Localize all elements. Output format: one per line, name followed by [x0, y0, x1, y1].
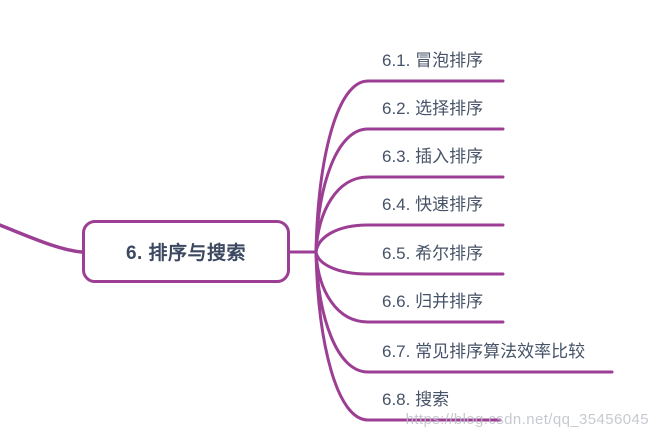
- root-node: 6. 排序与搜索: [82, 220, 290, 283]
- branch-node-6-4: 6.4. 快速排序: [382, 195, 484, 214]
- branch-node-6-7: 6.7. 常见排序算法效率比较: [382, 342, 586, 361]
- edge-parent-to-root: [0, 223, 84, 254]
- branch-node-6-1: 6.1. 冒泡排序: [382, 51, 484, 70]
- csdn-watermark: https://blog.csdn.net/qq_35456045: [405, 411, 649, 428]
- branch-node-6-2: 6.2. 选择排序: [382, 99, 484, 118]
- branch-node-6-5: 6.5. 希尔排序: [382, 244, 484, 263]
- root-node-label: 6. 排序与搜索: [125, 243, 247, 264]
- edge-branch-6-3: [314, 175, 505, 254]
- branch-node-6-8: 6.8. 搜索: [382, 390, 450, 409]
- edge-branch-6-2: [314, 127, 505, 254]
- edge-branch-6-8: [314, 250, 502, 422]
- branch-node-6-6: 6.6. 归并排序: [382, 292, 484, 311]
- edge-branch-6-4: [314, 223, 505, 254]
- branch-node-6-3: 6.3. 插入排序: [382, 147, 484, 166]
